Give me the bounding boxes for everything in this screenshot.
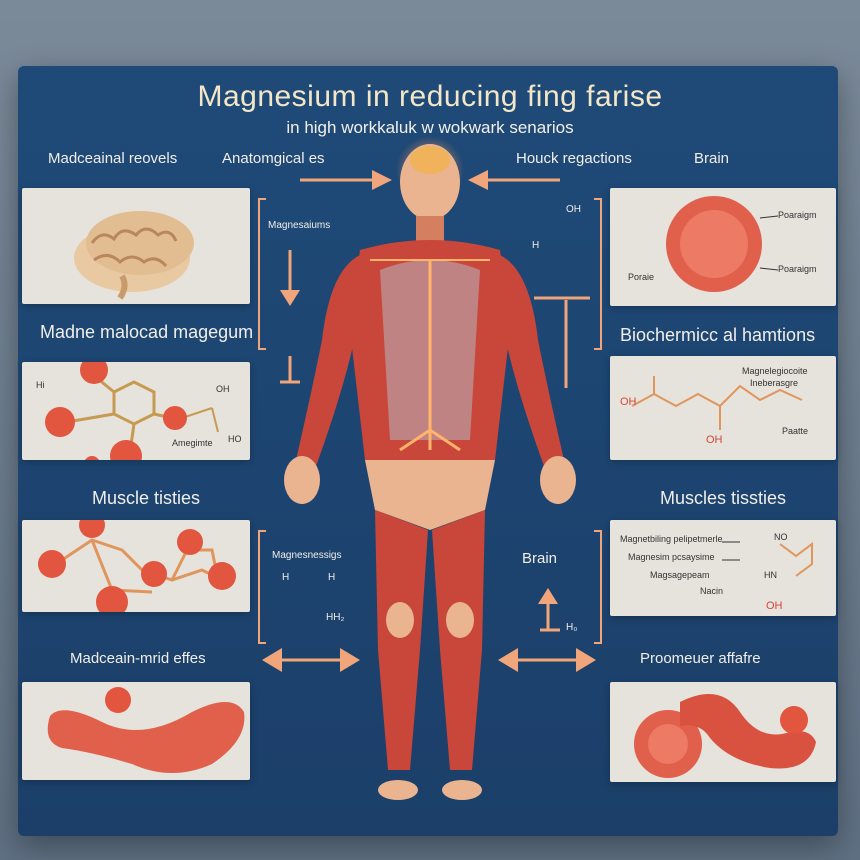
panel-muscle-right: Magnetbiling pelipetmerle Magnesim pcsay… [610, 520, 836, 616]
chem-structure-illustration [631, 376, 803, 430]
panel-bottom-left [22, 682, 250, 780]
panel-brain-left [22, 188, 250, 304]
right-label-1: Brain [694, 150, 730, 167]
formula-lower-hh: HH₂ [326, 612, 345, 623]
panel-biochem-note-right: Paatte [782, 426, 809, 436]
center-label-houck: Houck regactions [516, 150, 632, 167]
left-label-4: Madceain-mrid effes [70, 650, 206, 667]
panel-muscle-left [22, 520, 250, 612]
center-label-magnesium-lower: Magnesnessigs [272, 550, 342, 561]
bracket-right-lower [594, 530, 602, 644]
formula-lower-h: H [282, 572, 290, 583]
panel-magnesium-ho: HO [228, 434, 242, 444]
molecule-illustration-2 [38, 520, 236, 612]
right-label-3: Muscles tissties [660, 488, 787, 508]
panel-muscle-line-3: Magsagepeam [650, 570, 710, 580]
formula-lower-h2: H [328, 572, 336, 583]
formula-upper-h: H [532, 240, 540, 251]
panel-magnesium-oh: OH [216, 384, 230, 394]
panel-brain-right-note-top: Poaraigm [778, 210, 817, 220]
panel-biochem-oh-left: OH [620, 396, 637, 408]
bracket-right-upper [594, 198, 602, 350]
panel-magnesium-bottom: Amegimte [172, 438, 213, 448]
human-figure-illustration [284, 136, 576, 800]
panel-brain-right-note-left: Poraie [628, 272, 655, 282]
formula-upper-oh: OH [566, 204, 581, 215]
human-figure [260, 130, 600, 830]
center-label-anatomical: Anatomgical es [222, 150, 325, 167]
page-subtitle: in high workkaluk w wokwark senarios [286, 118, 574, 137]
right-label-4: Proomeuer affafre [640, 650, 761, 667]
panel-bottom-right [610, 682, 836, 782]
page-title: Magnesium in reducing fing farise [197, 80, 663, 113]
left-label-1: Madceainal reovels [48, 150, 178, 167]
chem-lines-illustration [722, 541, 813, 577]
panel-muscle-line-4: Nacin [700, 586, 724, 596]
muscle-fiber-illustration-2 [634, 694, 816, 778]
brain-illustration [74, 211, 194, 300]
panel-magnesium-left-note: Hi [36, 380, 45, 390]
left-label-2: Madne malocad magegum [40, 322, 254, 342]
panel-muscle-line-2: Magnesim pcsaysime [628, 552, 715, 562]
panel-muscle-chem-no: NO [774, 532, 788, 542]
panel-biochem-right: Magnelegiocoite Ineberasgre OH OH Paatte [610, 356, 836, 460]
panel-brain-right: Poaraigm Poaraigm Poraie [610, 188, 836, 306]
panel-muscle-chem-hn: HN [764, 570, 777, 580]
tissue-disc-illustration [666, 196, 779, 292]
muscle-fiber-illustration-1 [47, 687, 245, 773]
panel-biochem-note-top: Magnelegiocoite [742, 366, 808, 376]
right-label-2: Biochermicc al hamtions [620, 325, 816, 345]
panel-biochem-oh-bottom: OH [706, 434, 723, 446]
formula-h0: H₀ [566, 622, 578, 633]
panel-brain-right-note-mid: Poaraigm [778, 264, 817, 274]
panel-muscle-chem-oh: OH [766, 600, 783, 612]
panel-biochem-note-top2: Ineberasgre [750, 378, 799, 388]
center-label-brain-lower: Brain [522, 550, 558, 567]
panel-magnesium-left: OH HO Amegimte Hi [22, 362, 250, 460]
bracket-left-upper [258, 198, 266, 350]
center-label-magnesium-upper: Magnesaiums [268, 220, 331, 231]
molecule-illustration-1 [45, 362, 219, 460]
left-label-3: Muscle tisties [92, 488, 201, 508]
bracket-left-lower [258, 530, 266, 644]
panel-muscle-line-1: Magnetbiling pelipetmerle [620, 534, 723, 544]
